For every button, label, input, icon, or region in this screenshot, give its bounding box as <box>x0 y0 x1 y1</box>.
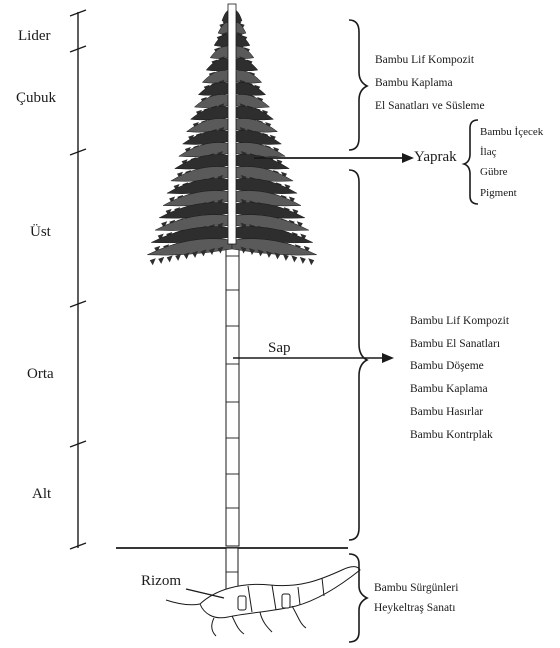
culm-use-5: Bambu Hasırlar <box>410 407 483 419</box>
leaf-cluster <box>232 106 273 119</box>
rhizome-use-2: Heykeltraş Sanatı <box>374 603 455 615</box>
culm-use-6: Bambu Kontrplak <box>410 430 493 442</box>
leaf-cluster <box>202 70 232 83</box>
leaf-use-3: Gübre <box>480 167 508 178</box>
culm-use-1: Bambu Lif Kompozit <box>410 316 509 328</box>
segment-ust: Üst <box>30 225 51 240</box>
leaf-cluster <box>232 118 277 132</box>
braces <box>349 20 478 642</box>
culm-top <box>228 4 236 244</box>
segment-cubuk: Çubuk <box>16 91 56 106</box>
part-label-sap: Sap <box>268 341 291 356</box>
culm-brace <box>349 170 367 540</box>
culm-arrow <box>233 353 394 363</box>
part-label-rizom: Rizom <box>141 574 181 589</box>
leaf-brace <box>464 120 478 204</box>
leaf-cluster <box>198 82 232 95</box>
culm <box>226 240 239 592</box>
culm-use-4: Bambu Kaplama <box>410 384 488 396</box>
segment-orta: Orta <box>27 367 54 382</box>
leaf-use-4: Pigment <box>480 188 517 199</box>
culm-use-3: Bambu Döşeme <box>410 361 484 373</box>
crown-brace <box>349 20 367 150</box>
crown-use-1: Bambu Lif Kompozit <box>375 55 474 67</box>
segment-alt: Alt <box>32 487 51 502</box>
leaf-use-1: Bambu İçecek <box>480 127 543 138</box>
leaflet <box>308 258 314 265</box>
part-label-yaprak: Yaprak <box>414 150 457 165</box>
leaf-cluster <box>232 82 266 95</box>
crown-use-2: Bambu Kaplama <box>375 78 453 90</box>
leaf-cluster <box>191 106 232 119</box>
leaflet <box>167 255 173 262</box>
leaflet <box>150 258 156 265</box>
culm-use-2: Bambu El Sanatları <box>410 339 500 351</box>
leaf-cluster <box>232 94 270 107</box>
leaf-cluster <box>194 94 232 107</box>
leaflet <box>158 257 164 264</box>
leaflet <box>300 257 306 264</box>
rhizome <box>166 567 360 636</box>
leaf-cluster <box>187 118 232 132</box>
leaf-cluster <box>232 70 262 83</box>
segment-lider: Lider <box>18 29 50 44</box>
rhizome-use-1: Bambu Sürgünleri <box>374 583 458 595</box>
leaflet <box>291 255 297 262</box>
crown-use-3: El Sanatları ve Süsleme <box>375 101 485 113</box>
leaf-use-2: İlaç <box>480 147 496 158</box>
